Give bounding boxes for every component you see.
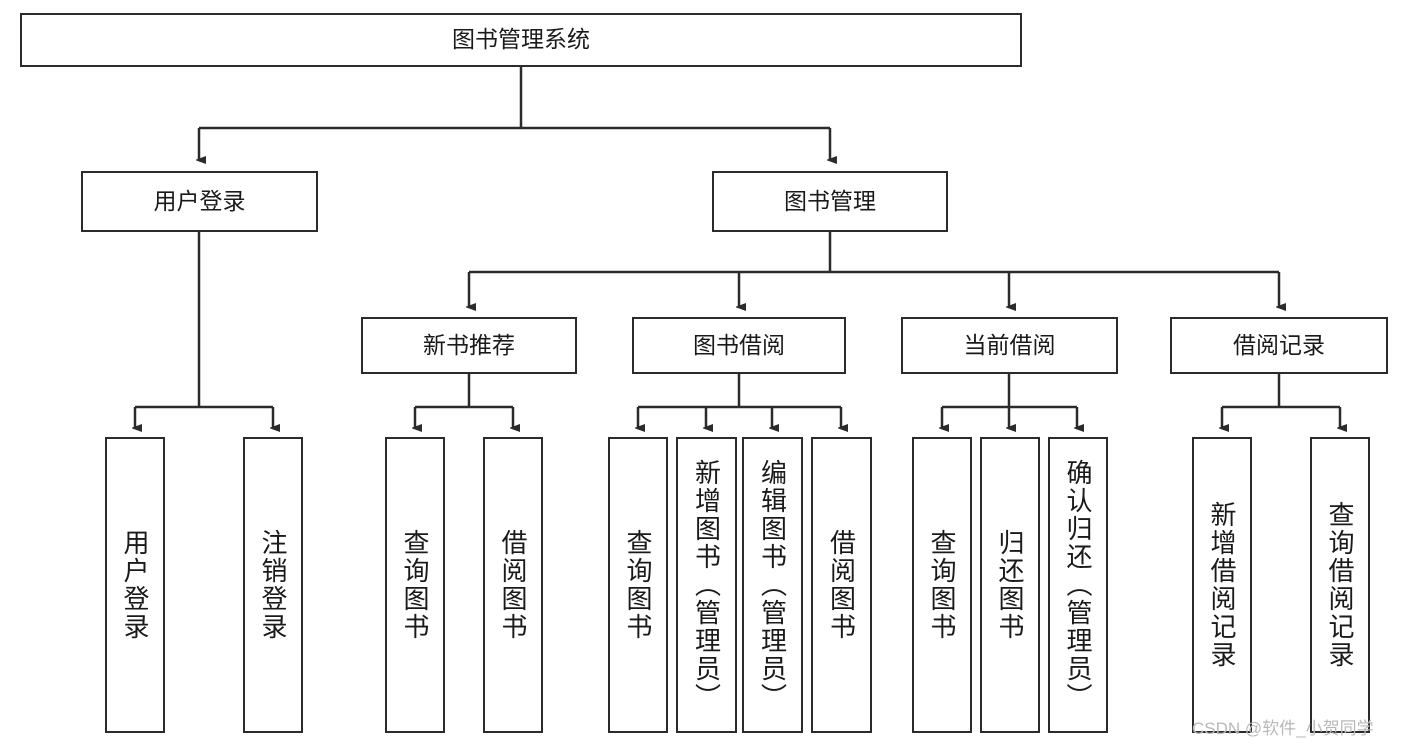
node-book-borrowing[interactable]: 图书借阅	[632, 317, 846, 374]
node-label: 查询图书	[927, 529, 957, 641]
node-label: 图书管理	[784, 187, 876, 214]
node-label: 新增借阅记录	[1207, 501, 1237, 669]
node-label: 编辑图书（管理员）	[757, 459, 788, 711]
node-label: 当前借阅	[963, 331, 1056, 358]
leaf-logout-login[interactable]: 注销登录	[243, 437, 303, 733]
node-label: 确认归还（管理员）	[1063, 459, 1093, 711]
node-borrowing-records[interactable]: 借阅记录	[1170, 317, 1388, 374]
node-label: 借阅图书	[826, 529, 857, 641]
leaf-query-books-newbook[interactable]: 查询图书	[385, 437, 445, 733]
node-label: 注销登录	[258, 529, 288, 641]
node-label: 新增图书（管理员）	[691, 459, 722, 711]
leaf-borrow-books-newbook[interactable]: 借阅图书	[483, 437, 543, 733]
leaf-confirm-return-admin[interactable]: 确认归还（管理员）	[1048, 437, 1108, 733]
leaf-user-login[interactable]: 用户登录	[105, 437, 165, 733]
node-label: 归还图书	[995, 529, 1025, 641]
node-label: 图书借阅	[693, 331, 785, 358]
node-new-book-recommendation[interactable]: 新书推荐	[361, 317, 577, 374]
node-label: 查询图书	[623, 529, 653, 641]
leaf-query-borrow-record[interactable]: 查询借阅记录	[1310, 437, 1370, 733]
node-root-book-management-system[interactable]: 图书管理系统	[20, 13, 1022, 67]
node-current-borrowing[interactable]: 当前借阅	[901, 317, 1118, 374]
node-label: 查询借阅记录	[1325, 501, 1355, 669]
node-label: 借阅图书	[498, 529, 528, 641]
node-label: 借阅记录	[1233, 331, 1325, 358]
leaf-borrow-books-borrow[interactable]: 借阅图书	[811, 437, 872, 733]
node-user-login[interactable]: 用户登录	[81, 171, 318, 232]
leaf-edit-book-admin[interactable]: 编辑图书（管理员）	[742, 437, 803, 733]
node-label: 新书推荐	[423, 331, 515, 358]
node-label: 用户登录	[153, 187, 246, 214]
leaf-query-books-current[interactable]: 查询图书	[912, 437, 972, 733]
node-label: 图书管理系统	[452, 26, 590, 53]
node-book-management[interactable]: 图书管理	[712, 171, 948, 232]
leaf-add-borrow-record[interactable]: 新增借阅记录	[1192, 437, 1252, 733]
leaf-query-books-borrow[interactable]: 查询图书	[608, 437, 668, 733]
node-label: 用户登录	[120, 529, 150, 641]
node-label: 查询图书	[400, 529, 430, 641]
leaf-return-books[interactable]: 归还图书	[980, 437, 1040, 733]
leaf-add-book-admin[interactable]: 新增图书（管理员）	[676, 437, 737, 733]
